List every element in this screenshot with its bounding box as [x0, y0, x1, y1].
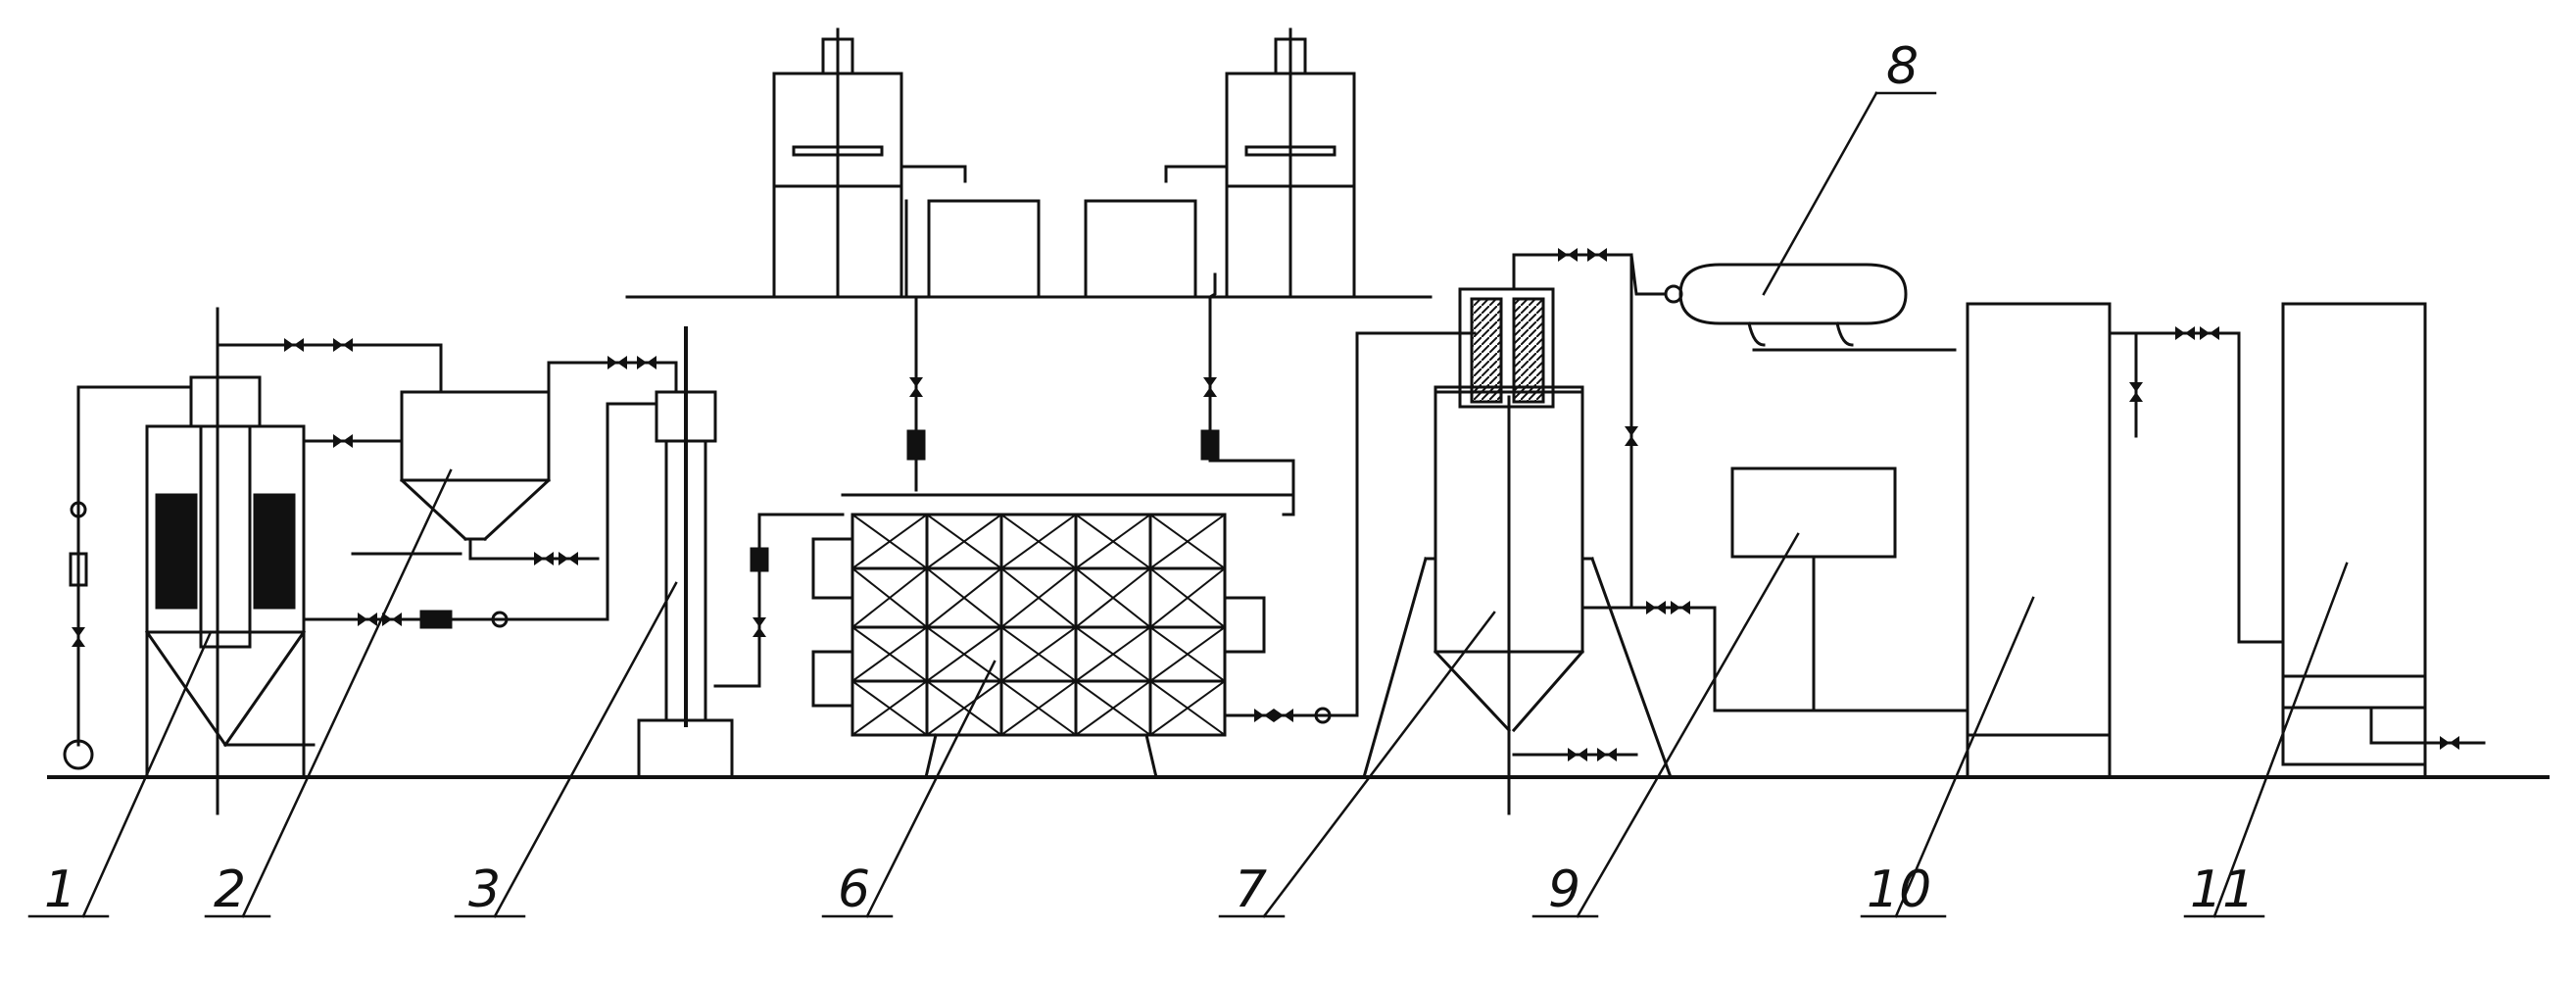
packed-bed-cell — [999, 566, 1078, 629]
unit-8-compressor — [1678, 263, 1908, 347]
label-unit-7: 7 — [1235, 860, 1267, 919]
packed-bed-cell — [851, 566, 929, 629]
label-unit-8: 8 — [1886, 37, 1919, 96]
label-unit-1: 1 — [44, 860, 76, 919]
unit-6-packed-bed — [750, 493, 1295, 779]
packed-bed-cell — [999, 513, 1078, 570]
packed-bed-cell — [925, 513, 1003, 570]
packed-bed-cell — [925, 566, 1003, 629]
unit-11-tank — [2281, 302, 2486, 776]
packed-bed-cell — [1074, 513, 1152, 570]
packed-bed-cell — [999, 625, 1078, 683]
pipe-1-3 — [302, 402, 658, 621]
packed-bed-cell — [925, 625, 1003, 683]
packed-bed-cell — [1148, 513, 1227, 570]
unit-1-reactor — [63, 307, 316, 815]
label-unit-6: 6 — [838, 860, 870, 919]
label-unit-2: 2 — [214, 860, 246, 919]
packed-bed-cell — [999, 679, 1078, 737]
packed-bed-cell — [1148, 566, 1227, 629]
packed-bed-cell — [851, 513, 929, 570]
feed-line-right — [1208, 272, 1295, 516]
packed-bed-cell — [925, 679, 1003, 737]
dosing-station-right — [1084, 27, 1356, 299]
unit-7-settler — [1362, 287, 1673, 815]
label-unit-9: 9 — [1548, 860, 1580, 919]
packed-bed-cell — [1074, 679, 1152, 737]
packed-bed-cell — [851, 679, 929, 737]
label-unit-10: 10 — [1867, 860, 1931, 919]
packed-bed-cell — [1074, 566, 1152, 629]
label-unit-3: 3 — [468, 860, 501, 919]
packed-bed-cell — [1148, 679, 1227, 737]
packed-bed-cell — [851, 625, 929, 683]
packed-bed-cell — [1148, 625, 1227, 683]
pipe-2-3 — [547, 361, 678, 394]
unit-2-hopper — [351, 390, 600, 567]
packed-bed-cell — [1074, 625, 1152, 683]
pipe-10-11 — [2108, 331, 2285, 644]
unit-10-tank — [1966, 302, 2112, 776]
leader-lines — [27, 91, 2349, 918]
pipe-1-2 — [216, 343, 443, 394]
dosing-station-left — [772, 27, 1041, 299]
pipe-7-10 — [1590, 606, 1969, 712]
label-unit-11: 11 — [2190, 860, 2255, 919]
unit-9-control-box — [1730, 466, 1897, 712]
